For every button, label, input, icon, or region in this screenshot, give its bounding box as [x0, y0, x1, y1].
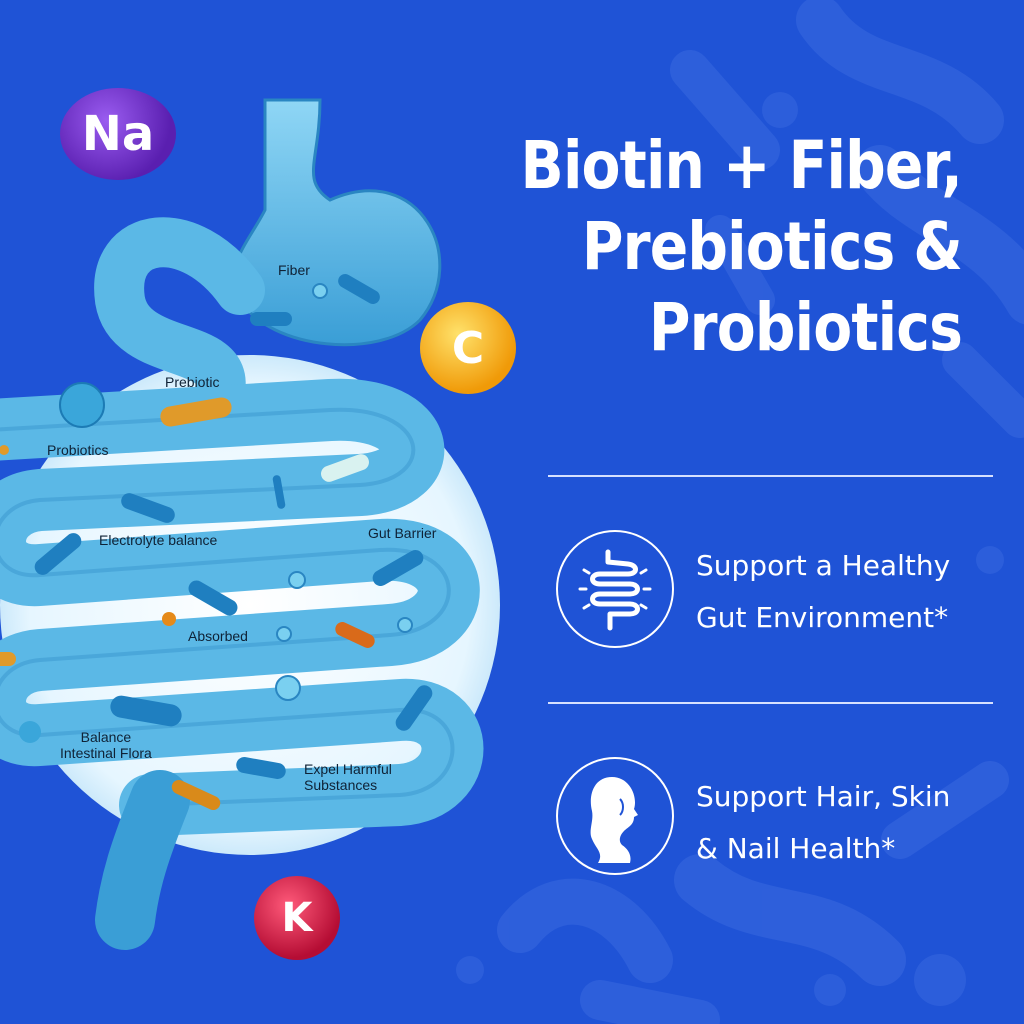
benefit-gut-text: Support a Healthy Gut Environment*	[696, 549, 951, 634]
divider-top	[548, 475, 993, 477]
label-gut-barrier: Gut Barrier	[368, 525, 437, 541]
headline: Biotin + Fiber, Prebiotics & Probiotics	[480, 125, 963, 368]
label-expel-harmful-substances: Expel Harmful Substances	[304, 761, 392, 793]
label-fiber: Fiber	[278, 262, 310, 278]
woman-profile-icon	[556, 757, 674, 875]
intestine-icon	[556, 530, 674, 648]
vitamin-c-badge: C	[420, 302, 516, 394]
headline-line-3: Probiotics	[648, 289, 963, 366]
headline-line-2: Prebiotics &	[581, 208, 963, 285]
sodium-badge: Na	[60, 88, 176, 180]
digestive-system-illustration	[0, 98, 500, 950]
label-absorbed: Absorbed	[188, 628, 248, 644]
label-balance-intestinal-flora: Balance Intestinal Flora	[60, 729, 152, 761]
divider-middle	[548, 702, 993, 704]
label-electrolyte-balance: Electrolyte balance	[99, 532, 218, 548]
potassium-badge: K	[254, 876, 340, 960]
label-probiotics: Probiotics	[47, 442, 109, 458]
benefit-hair-skin-text: Support Hair, Skin & Nail Health*	[696, 780, 951, 865]
label-prebiotic: Prebiotic	[165, 374, 220, 390]
headline-line-1: Biotin + Fiber,	[520, 127, 963, 204]
